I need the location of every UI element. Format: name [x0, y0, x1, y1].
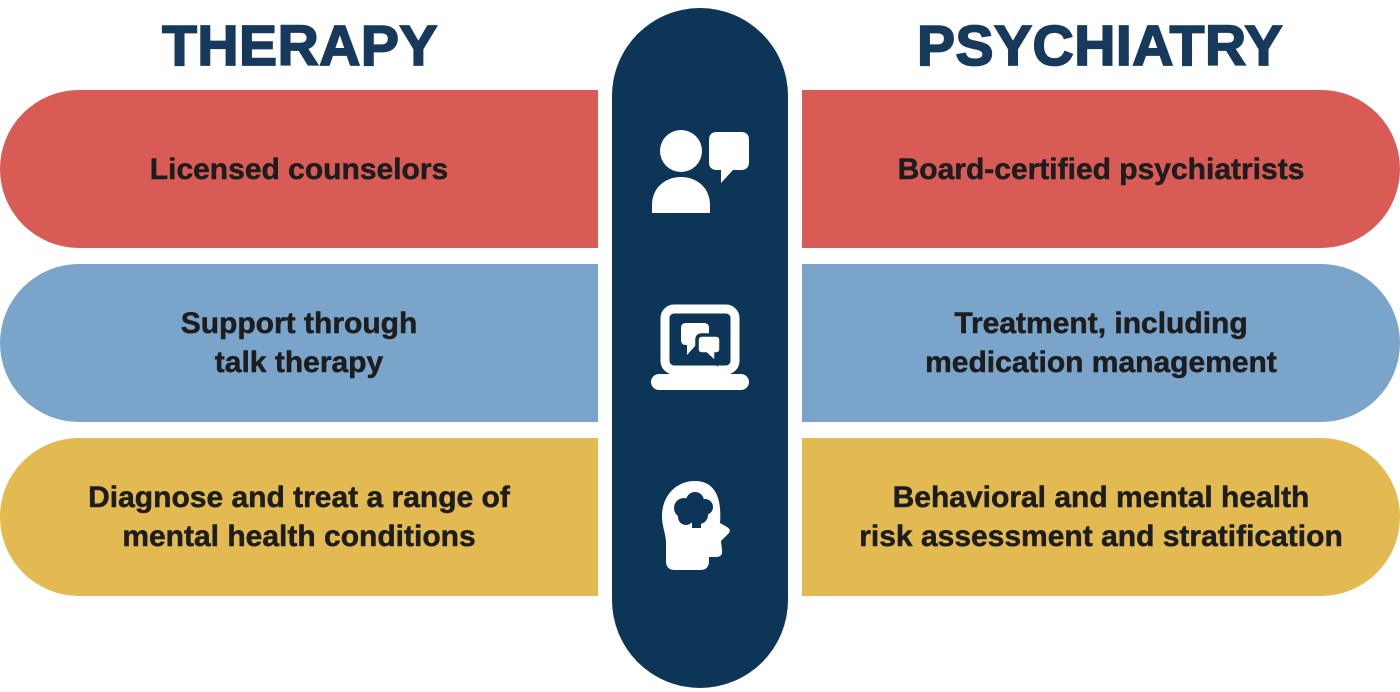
- bar-text-line: Treatment, including: [954, 307, 1248, 341]
- psychiatry-providers-bar: Board-certified psychiatrists: [802, 90, 1400, 248]
- person-chat-icon: [652, 130, 749, 213]
- bar-text-line: Behavioral and mental health: [892, 481, 1310, 515]
- psychiatry-scope-bar: Behavioral and mental health risk assess…: [802, 438, 1400, 596]
- bar-text-line: Diagnose and treat a range of: [88, 481, 510, 515]
- bar-text-line: Board-certified psychiatrists: [897, 152, 1305, 186]
- bar-text-line: talk therapy: [214, 346, 384, 380]
- therapy-providers-bar: Licensed counselors: [0, 90, 598, 248]
- psychiatry-treatment-bar: Treatment, including medication manageme…: [802, 264, 1400, 422]
- bar-text-line: Licensed counselors: [149, 152, 449, 186]
- head-brain-icon: [662, 481, 730, 570]
- bar-text-line: Support through: [180, 307, 418, 341]
- bar-text-line: risk assessment and stratification: [859, 520, 1343, 554]
- bar-text-line: mental health conditions: [122, 520, 476, 554]
- therapy-title: THERAPY: [161, 13, 438, 79]
- center-divider-pill: [612, 8, 788, 688]
- therapy-scope-bar: Diagnose and treat a range of mental hea…: [0, 438, 598, 596]
- therapy-treatment-bar: Support through talk therapy: [0, 264, 598, 422]
- bar-text-line: medication management: [925, 346, 1277, 380]
- laptop-chat-icon: [651, 304, 749, 390]
- psychiatry-title: PSYCHIATRY: [916, 13, 1284, 79]
